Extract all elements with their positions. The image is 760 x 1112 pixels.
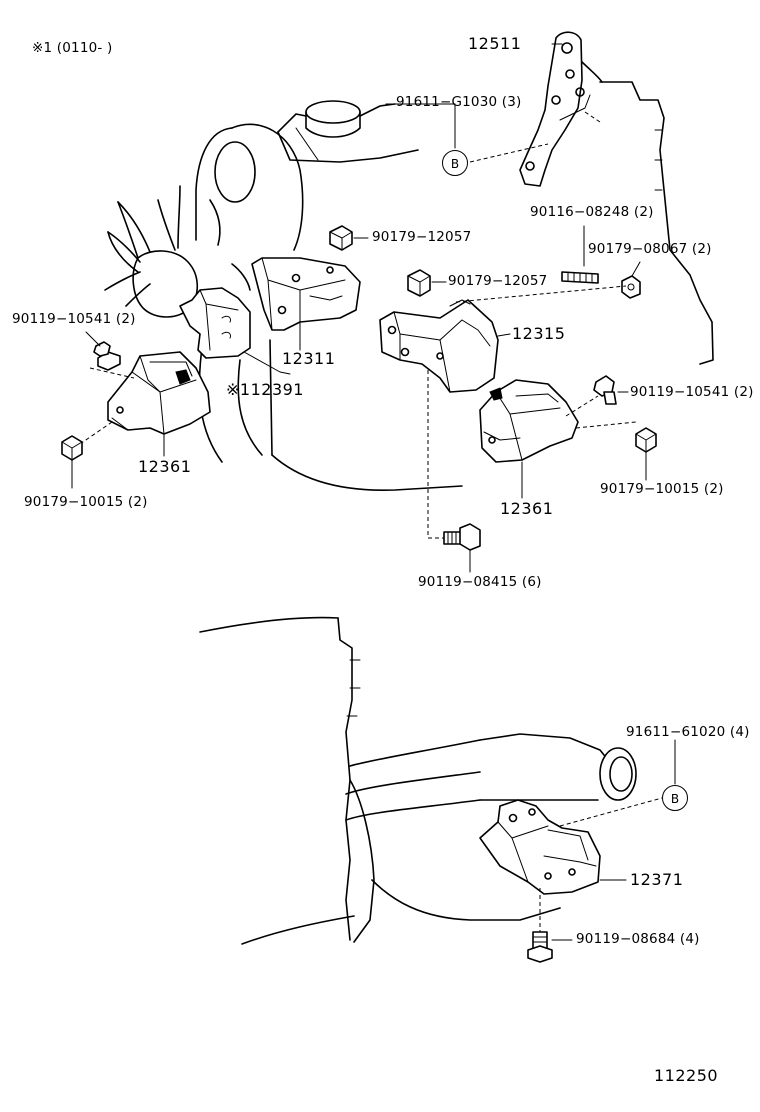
bolt-90119-10541-left (93, 341, 121, 371)
engine-mount-12361-left (79, 351, 211, 445)
engine-bracket-12311 (251, 257, 361, 331)
nut-90179-10015-right (635, 427, 657, 453)
callout-90119-08415[interactable]: 90119−08415 (6) (418, 574, 542, 590)
stud-and-nut (455, 271, 641, 303)
nut-90179-12057-lower (407, 269, 431, 297)
callout-90179-12057-upper[interactable]: 90179−12057 (372, 229, 472, 245)
callout-112391[interactable]: ※112391 (226, 380, 304, 399)
bolt-90119-08415 (443, 523, 481, 551)
engine-hanger-12511 (469, 31, 601, 187)
figure-number: 112250 (654, 1066, 719, 1085)
engine-block (269, 59, 714, 492)
callout-91611-g1030[interactable]: 91611−G1030 (3) (396, 94, 522, 110)
bolt-90119-08684 (527, 931, 553, 963)
revision-note: ※1 (0110- ) (32, 40, 113, 56)
callout-90119-08684[interactable]: 90119−08684 (4) (576, 931, 700, 947)
callout-90119-10541-left[interactable]: 90119−10541 (2) (12, 311, 136, 327)
callout-90119-10541-right[interactable]: 90119−10541 (2) (630, 384, 754, 400)
callout-12511[interactable]: 12511 (468, 34, 522, 53)
callout-12315[interactable]: 12315 (512, 324, 566, 343)
engine-bracket-12315 (379, 299, 499, 539)
nut-90179-10015-left (61, 435, 83, 461)
callout-90179-10015-right[interactable]: 90179−10015 (2) (600, 481, 724, 497)
insulator-112391 (179, 287, 251, 359)
nut-90179-12057-upper (329, 225, 353, 251)
callout-91611-61020[interactable]: 91611−61020 (4) (626, 724, 750, 740)
callout-12361-right[interactable]: 12361 (500, 499, 554, 518)
transmission-case (199, 616, 637, 945)
leader-lines (71, 43, 676, 941)
callout-90179-12057-lower[interactable]: 90179−12057 (448, 273, 548, 289)
callout-90179-10015-left[interactable]: 90179−10015 (2) (24, 494, 148, 510)
rear-mount-12371 (479, 797, 663, 932)
callout-90116-08248[interactable]: 90116−08248 (2) (530, 204, 654, 220)
callout-12361-left[interactable]: 12361 (138, 457, 192, 476)
callout-90179-08067[interactable]: 90179−08067 (2) (588, 241, 712, 257)
callout-12311[interactable]: 12311 (282, 349, 336, 368)
bolt-90119-10541-right (593, 375, 617, 405)
callout-12371[interactable]: 12371 (630, 870, 684, 889)
marker-b-lower: B (662, 785, 688, 811)
marker-b-upper: B (442, 150, 468, 176)
engine-mount-12361-right (479, 379, 637, 463)
